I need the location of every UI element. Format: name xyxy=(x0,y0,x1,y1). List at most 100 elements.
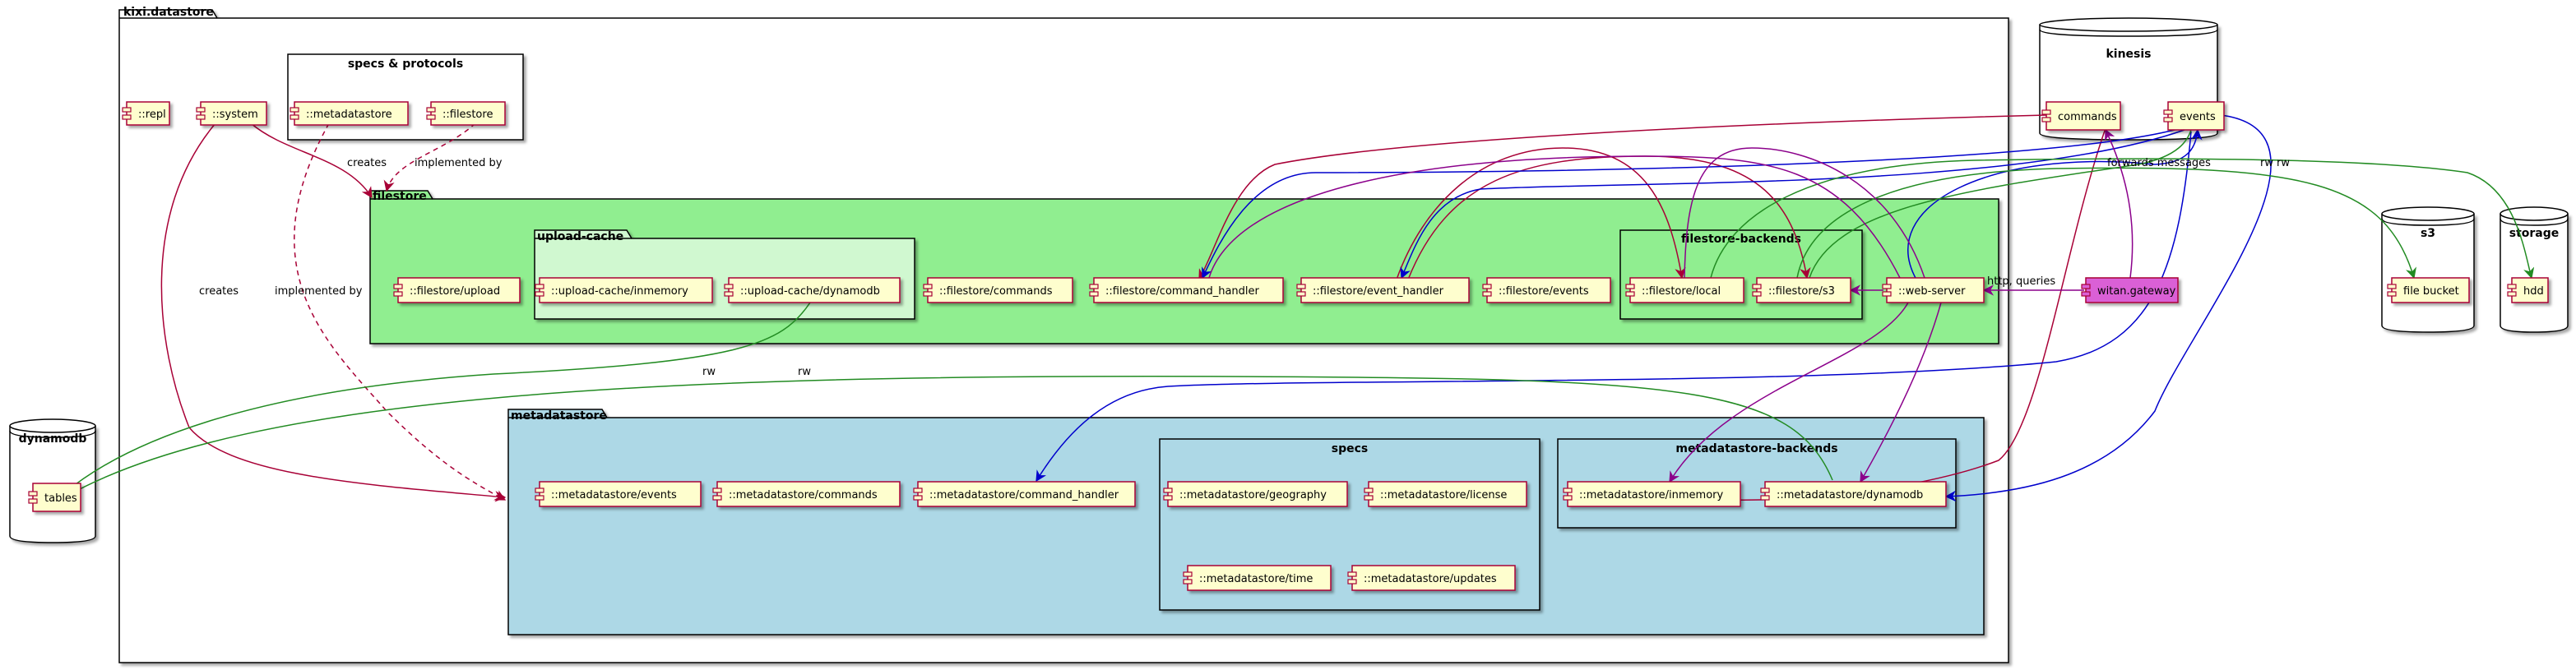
component-label: ::filestore/upload xyxy=(410,285,500,298)
component-box xyxy=(2391,277,2470,303)
component-witan-gateway: witan.gateway xyxy=(2081,277,2179,303)
component-icon xyxy=(1364,487,1374,501)
component-box xyxy=(200,101,267,126)
component-box xyxy=(2085,277,2179,303)
component-md-command-handler: ::metadatastore/command_handler xyxy=(913,481,1136,507)
component-icon xyxy=(1752,284,1762,297)
component-label: tables xyxy=(44,492,77,505)
component-sp-filestore: ::filestore xyxy=(426,101,506,126)
component-fs-commands: ::filestore/commands xyxy=(923,277,1073,303)
component-icon xyxy=(712,487,722,501)
component-md-dynamodb: ::metadatastore/dynamodb xyxy=(1760,481,1947,507)
component-label: ::metadatastore/dynamodb xyxy=(1777,489,1923,501)
edge-label-http-queries: http, queries xyxy=(1987,275,2055,288)
edge-label-rw: rw xyxy=(798,366,811,378)
component-file-bucket: file bucket xyxy=(2387,277,2470,303)
package-filestore-backends: filestore-backends xyxy=(1619,229,1863,320)
component-label: ::metadatastore/commands xyxy=(729,489,878,501)
component-icon xyxy=(535,487,544,501)
component-box xyxy=(1351,565,1516,591)
component-label: ::metadatastore/license xyxy=(1380,489,1507,501)
component-md-commands: ::metadatastore/commands xyxy=(712,481,901,507)
component-icon xyxy=(196,107,206,120)
component-icon xyxy=(393,284,403,297)
component-md-geography: ::metadatastore/geography xyxy=(1163,481,1348,507)
package-title: metadatastore xyxy=(511,409,607,423)
component-box xyxy=(1886,277,1985,303)
component-icon xyxy=(2507,284,2517,297)
component-icon xyxy=(2163,109,2173,122)
component-box xyxy=(917,481,1136,507)
component-label: ::metadatastore/geography xyxy=(1179,489,1327,501)
database-title: kinesis xyxy=(2106,48,2151,61)
edge-label-implemented-by: implemented by xyxy=(415,157,503,169)
package-title: upload-cache xyxy=(537,230,623,243)
component-label: ::filestore/events xyxy=(1499,285,1589,298)
component-icon xyxy=(290,107,299,120)
component-label: ::web-server xyxy=(1898,285,1966,298)
package-title: metadatastore-backends xyxy=(1675,442,1837,455)
database-dynamodb: dynamodb xyxy=(9,418,96,543)
edge-web-server-to-events xyxy=(1907,128,2203,280)
edge-labels: creates implemented by creates implement… xyxy=(199,157,2290,378)
component-label: ::upload-cache/dynamodb xyxy=(740,285,880,298)
component-icon xyxy=(28,491,38,504)
component-icon xyxy=(2041,109,2051,122)
database-title: s3 xyxy=(2421,227,2435,240)
edge-label-forwards-messages: forwards messages xyxy=(2107,157,2211,169)
component-md-inmemory: ::metadatastore/inmemory xyxy=(1563,481,1741,507)
edge-commands-to-fs-command-handler xyxy=(1198,114,2047,281)
component-box xyxy=(1756,277,1851,303)
component-label: ::metadatastore/time xyxy=(1199,573,1313,585)
edge-label-creates: creates xyxy=(199,285,239,298)
component-box xyxy=(1567,481,1741,507)
component-box xyxy=(2511,277,2549,303)
package-upload-cache: upload-cache xyxy=(534,229,915,320)
component-fs-event-handler: ::filestore/event_handler xyxy=(1296,277,1470,303)
component-icon xyxy=(1163,487,1173,501)
component-icon xyxy=(1882,284,1892,297)
edge-s3-to-events xyxy=(1809,129,2192,279)
component-box xyxy=(397,277,521,303)
edge-web-server-to-md-dynamodb xyxy=(1860,302,1942,483)
edge-label-rw: rw xyxy=(2277,157,2290,169)
component-label: ::metadatastore/command_handler xyxy=(929,489,1119,501)
component-icon xyxy=(122,107,132,120)
component-box xyxy=(430,101,506,126)
edge-web-server-to-md-inmemory xyxy=(1669,302,1909,483)
component-tables: tables xyxy=(28,483,81,512)
component-label: witan.gateway xyxy=(2097,285,2176,298)
component-fs-local: ::filestore/local xyxy=(1625,277,1744,303)
component-label: ::filestore/command_handler xyxy=(1105,285,1260,298)
database-title: dynamodb xyxy=(19,432,87,446)
edge-metadatastore-implemented-by xyxy=(294,122,507,501)
component-uc-inmemory: ::upload-cache/inmemory xyxy=(535,277,713,303)
component-md-license: ::metadatastore/license xyxy=(1364,481,1527,507)
edge-events-to-md-command-handler xyxy=(1035,131,2192,483)
edge-label-rw: rw xyxy=(2260,157,2273,169)
component-label: commands xyxy=(2058,111,2117,123)
component-label: file bucket xyxy=(2403,285,2459,298)
edge-web-server-to-fs-command-handler xyxy=(1208,155,1901,279)
component-md-time: ::metadatastore/time xyxy=(1183,565,1332,591)
package-title: kixi.datastore xyxy=(123,6,214,19)
component-kin-events: events xyxy=(2163,101,2225,131)
edge-event-handler-to-local xyxy=(1396,147,1686,280)
edge-label-rw: rw xyxy=(702,366,716,378)
component-label: ::system xyxy=(212,109,258,121)
edge-upload-cache-to-tables xyxy=(63,302,811,494)
edge-events-to-fs-command-handler xyxy=(1202,127,2185,280)
component-icon xyxy=(1347,571,1357,585)
edge-md-dynamodb-to-tables xyxy=(64,376,1833,497)
component-box xyxy=(1629,277,1744,303)
edge-events-to-md-dynamodb xyxy=(1944,114,2272,502)
component-box xyxy=(1167,481,1348,507)
component-hdd: hdd xyxy=(2507,277,2549,303)
database-title: storage xyxy=(2509,227,2560,240)
package-title: specs xyxy=(1332,442,1368,455)
component-label: ::metadatastore/updates xyxy=(1364,573,1497,585)
component-label: ::filestore xyxy=(442,109,493,121)
component-icon xyxy=(1296,284,1306,297)
database-storage: storage xyxy=(2500,206,2569,333)
edge-local-to-hdd xyxy=(1710,158,2535,280)
